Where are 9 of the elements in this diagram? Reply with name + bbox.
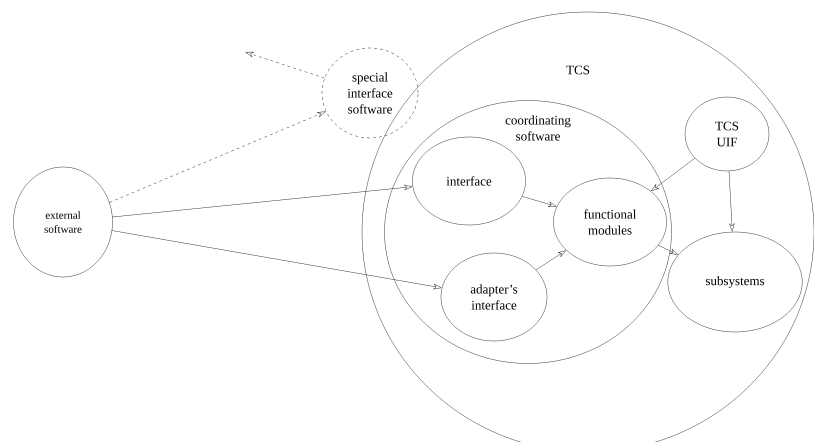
arrow: [651, 158, 696, 192]
arrow: [522, 196, 556, 207]
arrow: [658, 245, 678, 255]
arrow: [112, 184, 412, 218]
arrow: [728, 170, 735, 232]
arrow: [245, 52, 325, 78]
arrow: [536, 250, 566, 270]
arrow: [109, 112, 326, 203]
arrow: [112, 230, 442, 290]
